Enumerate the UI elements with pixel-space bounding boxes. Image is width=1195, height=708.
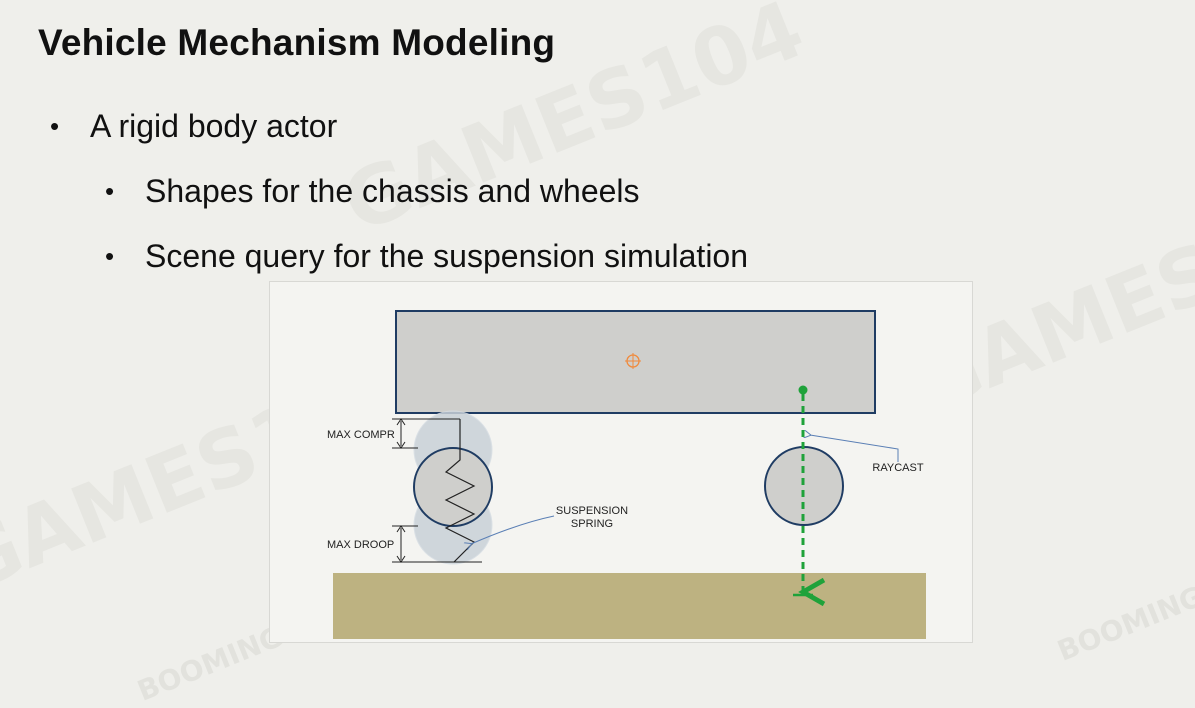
bullet-dot: • (105, 241, 115, 271)
raycast-label: RAYCAST (872, 462, 923, 474)
bullet-text: Scene query for the suspension simulatio… (145, 238, 749, 274)
max-compr-label: MAX COMPR (327, 429, 395, 441)
slide-title: Vehicle Mechanism Modeling (38, 22, 556, 63)
bullet-dot: • (50, 111, 60, 141)
bullet-dot: • (105, 176, 115, 206)
max-compr-dimension (392, 418, 460, 449)
raycast-callout-line (810, 435, 899, 462)
spring-callout-line (471, 515, 555, 544)
bullet-text: Shapes for the chassis and wheels (145, 173, 640, 209)
raycast-origin (798, 385, 808, 395)
max-droop-dimension (392, 525, 482, 563)
max-droop-label: MAX DROOP (327, 539, 394, 551)
watermark-logo: BOOMING TECH (1052, 545, 1195, 668)
chassis-box (395, 310, 876, 414)
suspension-spring (444, 419, 476, 563)
center-of-mass-icon (625, 353, 641, 369)
diagram-svg: MAX COMPR MAX DROOP SUSPENSION SPRING RA… (327, 310, 926, 639)
bullet-text: A rigid body actor (90, 108, 338, 144)
left-wheel (413, 447, 493, 527)
suspension-spring-label: SPRING (571, 518, 613, 530)
ground-plane (333, 573, 926, 639)
vehicle-suspension-diagram: MAX COMPR MAX DROOP SUSPENSION SPRING RA… (269, 281, 973, 643)
suspension-spring-label: SUSPENSION (556, 505, 628, 517)
